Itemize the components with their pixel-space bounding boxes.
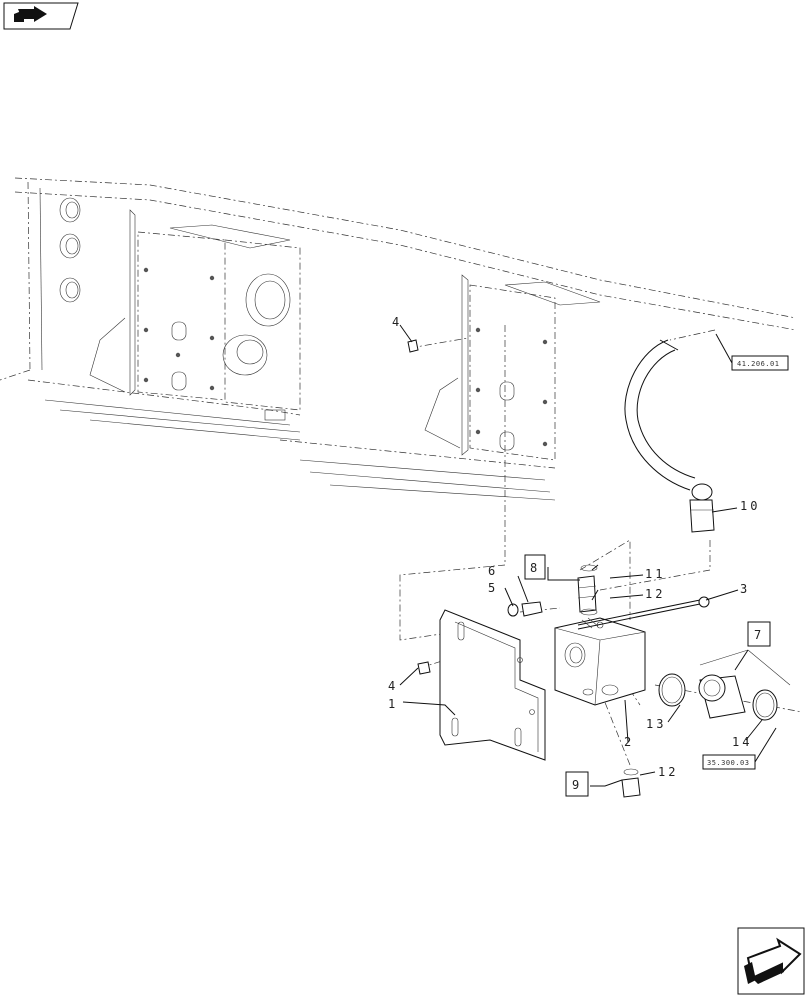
callout-2: 2	[624, 735, 631, 749]
svg-text:9: 9	[572, 778, 579, 792]
forward-arrow-icon	[744, 937, 802, 984]
callout-leaders	[399, 324, 791, 787]
svg-text:7: 7	[754, 628, 761, 642]
callout-5: 5	[488, 581, 495, 595]
callout-1: 1	[388, 697, 395, 711]
svg-text:8: 8	[530, 561, 537, 575]
hose-part-10	[624, 339, 715, 533]
callout-3: 3	[740, 582, 747, 596]
next-page-button[interactable]	[737, 927, 805, 995]
svg-text:41.206.01: 41.206.01	[737, 360, 779, 368]
callout-4b: 4	[388, 679, 395, 693]
previous-page-button[interactable]	[3, 2, 79, 30]
fittings	[407, 339, 778, 798]
valve-block-part-2	[554, 617, 646, 706]
callout-labels: 4 4 1 5 6 11 12 3 10 2 13 12 14	[388, 315, 760, 779]
boxed-callout-9[interactable]: 9	[565, 771, 589, 797]
assembly-leaders	[399, 325, 803, 766]
callout-11: 11	[645, 567, 665, 581]
boxed-callout-7[interactable]: 7	[747, 621, 771, 647]
reference-link-1[interactable]: 41.206.01	[731, 355, 789, 371]
callout-14: 14	[732, 735, 752, 749]
svg-text:35.300.03: 35.300.03	[707, 759, 749, 767]
reference-link-2[interactable]: 35.300.03	[702, 754, 756, 770]
callout-4a: 4	[392, 315, 399, 329]
back-arrow-icon	[14, 6, 47, 22]
bolt-part-3	[577, 596, 710, 630]
frame-rail	[0, 177, 797, 501]
bracket-part-1	[439, 609, 546, 761]
callout-12-lower: 12	[658, 765, 678, 779]
callout-13: 13	[646, 717, 666, 731]
callout-10: 10	[740, 499, 760, 513]
callout-12-upper: 12	[645, 587, 665, 601]
boxed-callout-8[interactable]: 8	[524, 554, 546, 580]
callout-6: 6	[488, 564, 495, 578]
